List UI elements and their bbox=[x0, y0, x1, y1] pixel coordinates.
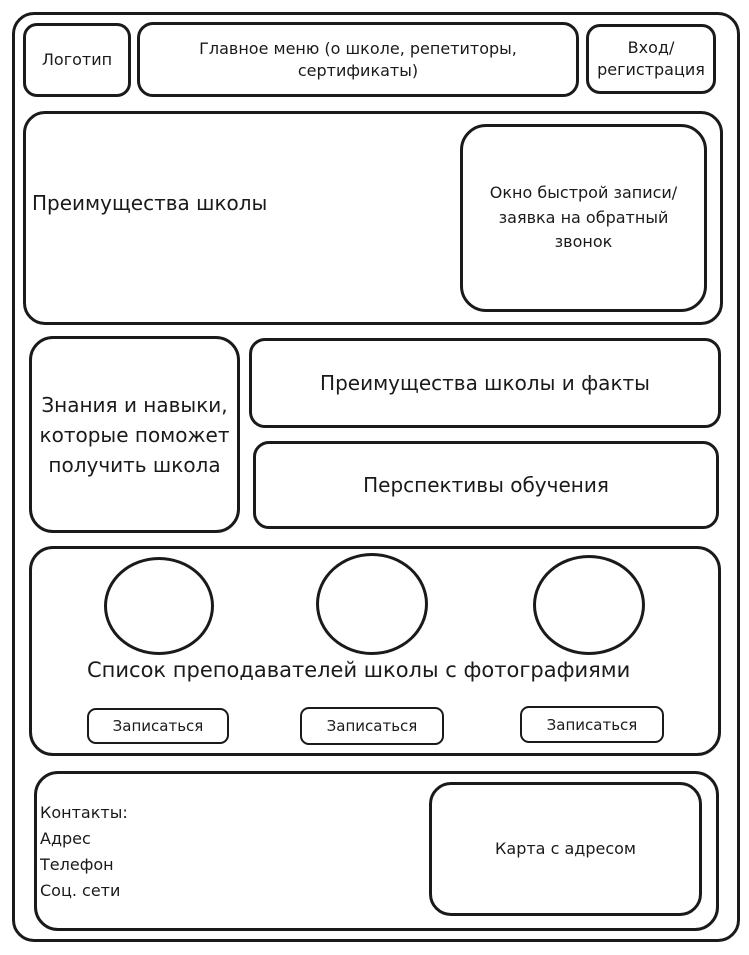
signup-button[interactable]: Записаться bbox=[520, 706, 664, 743]
skills-label: Знания и навыки, которые поможет получит… bbox=[39, 392, 230, 477]
logo[interactable]: Логотип bbox=[23, 23, 131, 97]
teacher-photo bbox=[533, 555, 645, 655]
teacher-photo bbox=[316, 553, 428, 655]
address-map[interactable]: Карта с адресом bbox=[429, 782, 702, 916]
main-menu[interactable]: Главное меню (о школе, репетиторы, серти… bbox=[137, 22, 579, 97]
main-menu-label: Главное меню (о школе, репетиторы, серти… bbox=[199, 38, 517, 80]
contact-social: Соц. сети bbox=[40, 881, 121, 900]
contacts-block: Контакты: Адрес Телефон Соц. сети bbox=[40, 800, 128, 904]
teacher-photo bbox=[104, 557, 214, 655]
signup-button[interactable]: Записаться bbox=[300, 707, 444, 745]
login-register-button[interactable]: Вход/ регистрация bbox=[586, 24, 716, 94]
prospects-block: Перспективы обучения bbox=[253, 441, 719, 529]
skills-block: Знания и навыки, которые поможет получит… bbox=[29, 336, 240, 533]
signup-button[interactable]: Записаться bbox=[87, 708, 229, 744]
facts-label: Преимущества школы и факты bbox=[320, 371, 650, 395]
quick-signup-form[interactable]: Окно быстрой записи/ заявка на обратный … bbox=[460, 124, 707, 312]
school-advantages-title: Преимущества школы bbox=[32, 191, 268, 215]
facts-block: Преимущества школы и факты bbox=[249, 338, 721, 428]
login-label-line2: регистрация bbox=[597, 60, 705, 79]
prospects-label: Перспективы обучения bbox=[363, 473, 609, 497]
map-label: Карта с адресом bbox=[495, 839, 636, 859]
teachers-caption: Список преподавателей школы с фотография… bbox=[87, 658, 631, 682]
signup-button-label: Записаться bbox=[546, 715, 638, 734]
contact-address: Адрес bbox=[40, 829, 91, 848]
logo-label: Логотип bbox=[41, 50, 113, 70]
contacts-title: Контакты: bbox=[40, 803, 128, 822]
contact-phone: Телефон bbox=[40, 855, 114, 874]
quick-signup-label: Окно быстрой записи/ заявка на обратный … bbox=[489, 182, 678, 252]
signup-button-label: Записаться bbox=[112, 717, 204, 735]
signup-button-label: Записаться bbox=[326, 717, 418, 735]
login-label-line1: Вход/ bbox=[627, 38, 675, 58]
